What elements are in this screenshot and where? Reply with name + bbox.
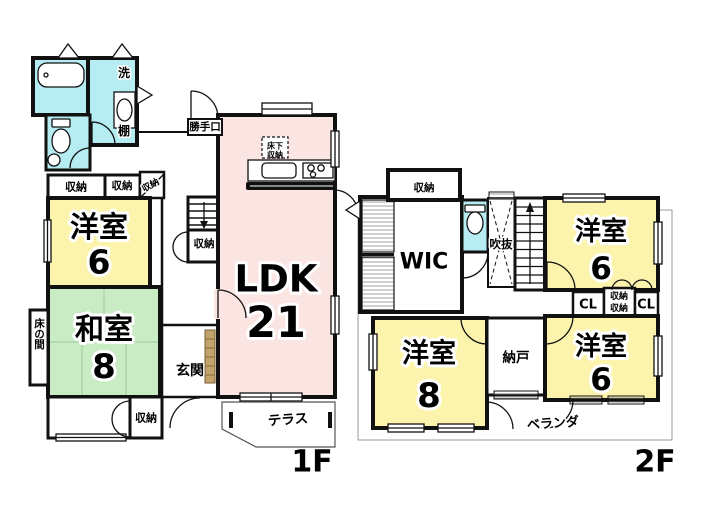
veranda-label: ベランダ xyxy=(526,414,579,434)
toilet-icon xyxy=(51,128,71,154)
floor-2f: 収納 WIC 吹抜 洋室 6 CL 収納 収納 CL 洋室 8 納戸 洋室 6 … xyxy=(344,168,676,480)
mid-closet-label-1: 収納 xyxy=(610,290,628,302)
toilet-tank-icon xyxy=(464,204,486,213)
tokonoma-alcove xyxy=(28,308,50,387)
wic-shelf-icon xyxy=(361,256,395,311)
cl-right-label: CL xyxy=(637,298,655,313)
western6-ne-name: 洋室 xyxy=(575,216,627,247)
hall-walls-1f xyxy=(137,131,189,325)
western6-1f-size: 6 xyxy=(88,243,111,282)
western6-se-size: 6 xyxy=(590,362,612,398)
windows-2f xyxy=(344,193,663,433)
wash-label: 洗 xyxy=(118,65,130,80)
handwash-icon xyxy=(47,153,61,167)
wic-label: WIC xyxy=(400,250,449,275)
shelf-label: 棚 xyxy=(118,123,130,138)
cl-left-label: CL xyxy=(579,298,597,313)
western6-1f-name: 洋室 xyxy=(70,210,128,244)
ldk-size: 21 xyxy=(246,298,306,348)
entrance-label: 玄関 xyxy=(176,362,204,379)
south-closet-label: 収納 xyxy=(135,411,157,425)
awning-window-icon xyxy=(136,84,154,106)
floor2-label: 2F xyxy=(634,445,675,480)
closet-south xyxy=(128,395,164,440)
western6-se-name: 洋室 xyxy=(575,331,627,362)
back-door-box xyxy=(187,118,223,136)
closet-top-label: 収納 xyxy=(414,181,435,194)
western8-size: 8 xyxy=(417,376,441,416)
terrace-label: テラス xyxy=(267,411,308,430)
closet-b-label: 収納 xyxy=(112,179,133,192)
closet-c-door xyxy=(139,173,165,199)
tatami-grid xyxy=(50,289,158,395)
tokonoma-label: 床の間 xyxy=(33,317,45,350)
sink-icon xyxy=(116,98,133,122)
terrace-post xyxy=(229,412,233,428)
toilet-tank-icon xyxy=(51,118,71,128)
floor-1f: 洗 棚 収納 収納 収納 洋室 6 和室 8 床の間 勝手口 床下 収納 LDK… xyxy=(28,42,359,480)
stair-closet-box xyxy=(186,228,222,264)
toilet-icon xyxy=(466,211,484,235)
wic-shelf-icon xyxy=(361,199,395,253)
closet-top-2f xyxy=(386,168,462,202)
mid-closet-label-2: 収納 xyxy=(610,302,628,314)
floor1-label: 1F xyxy=(291,445,332,480)
back-door-label: 勝手口 xyxy=(189,120,221,133)
windows-1f xyxy=(43,42,340,442)
room-western6-ne xyxy=(543,196,660,292)
closet-a-label: 収納 xyxy=(65,180,87,194)
terrace-deck xyxy=(221,401,336,448)
atrium-label: 吹抜 xyxy=(490,237,513,251)
shoe-cabinet-shelves xyxy=(205,338,215,376)
doors-2f xyxy=(460,251,653,430)
room-western6-1f xyxy=(46,196,152,289)
stairs-up-arrow xyxy=(526,202,534,284)
stove-icon xyxy=(302,162,334,179)
awning-window-icon xyxy=(56,42,81,59)
western6-ne-size: 6 xyxy=(590,251,612,287)
terrace-post xyxy=(328,412,332,428)
underfloor-storage-box xyxy=(261,136,289,159)
atrium-window xyxy=(488,191,515,200)
ldk-name: LDK xyxy=(235,258,319,301)
stair-closet-label: 収納 xyxy=(194,237,215,250)
bathtub-icon xyxy=(37,62,85,88)
kitchen-sink-icon xyxy=(261,162,297,179)
kitchen-counter xyxy=(246,159,336,190)
awning-window-icon xyxy=(344,199,361,221)
awning-window-icon xyxy=(110,42,135,59)
japanese8-name: 和室 xyxy=(75,312,133,346)
shoe-cabinet-icon xyxy=(204,329,216,384)
atrium-x-pattern xyxy=(489,200,513,285)
stairs-down-arrow xyxy=(200,202,208,229)
underfloor-label-2: 収納 xyxy=(267,150,283,160)
western8-name: 洋室 xyxy=(402,338,456,370)
underfloor-label-1: 床下 xyxy=(267,141,283,151)
storeroom-label: 納戸 xyxy=(503,349,530,366)
japanese8-size: 8 xyxy=(92,347,116,387)
doors-1f xyxy=(69,90,359,438)
bath-drain-icon xyxy=(43,72,49,78)
